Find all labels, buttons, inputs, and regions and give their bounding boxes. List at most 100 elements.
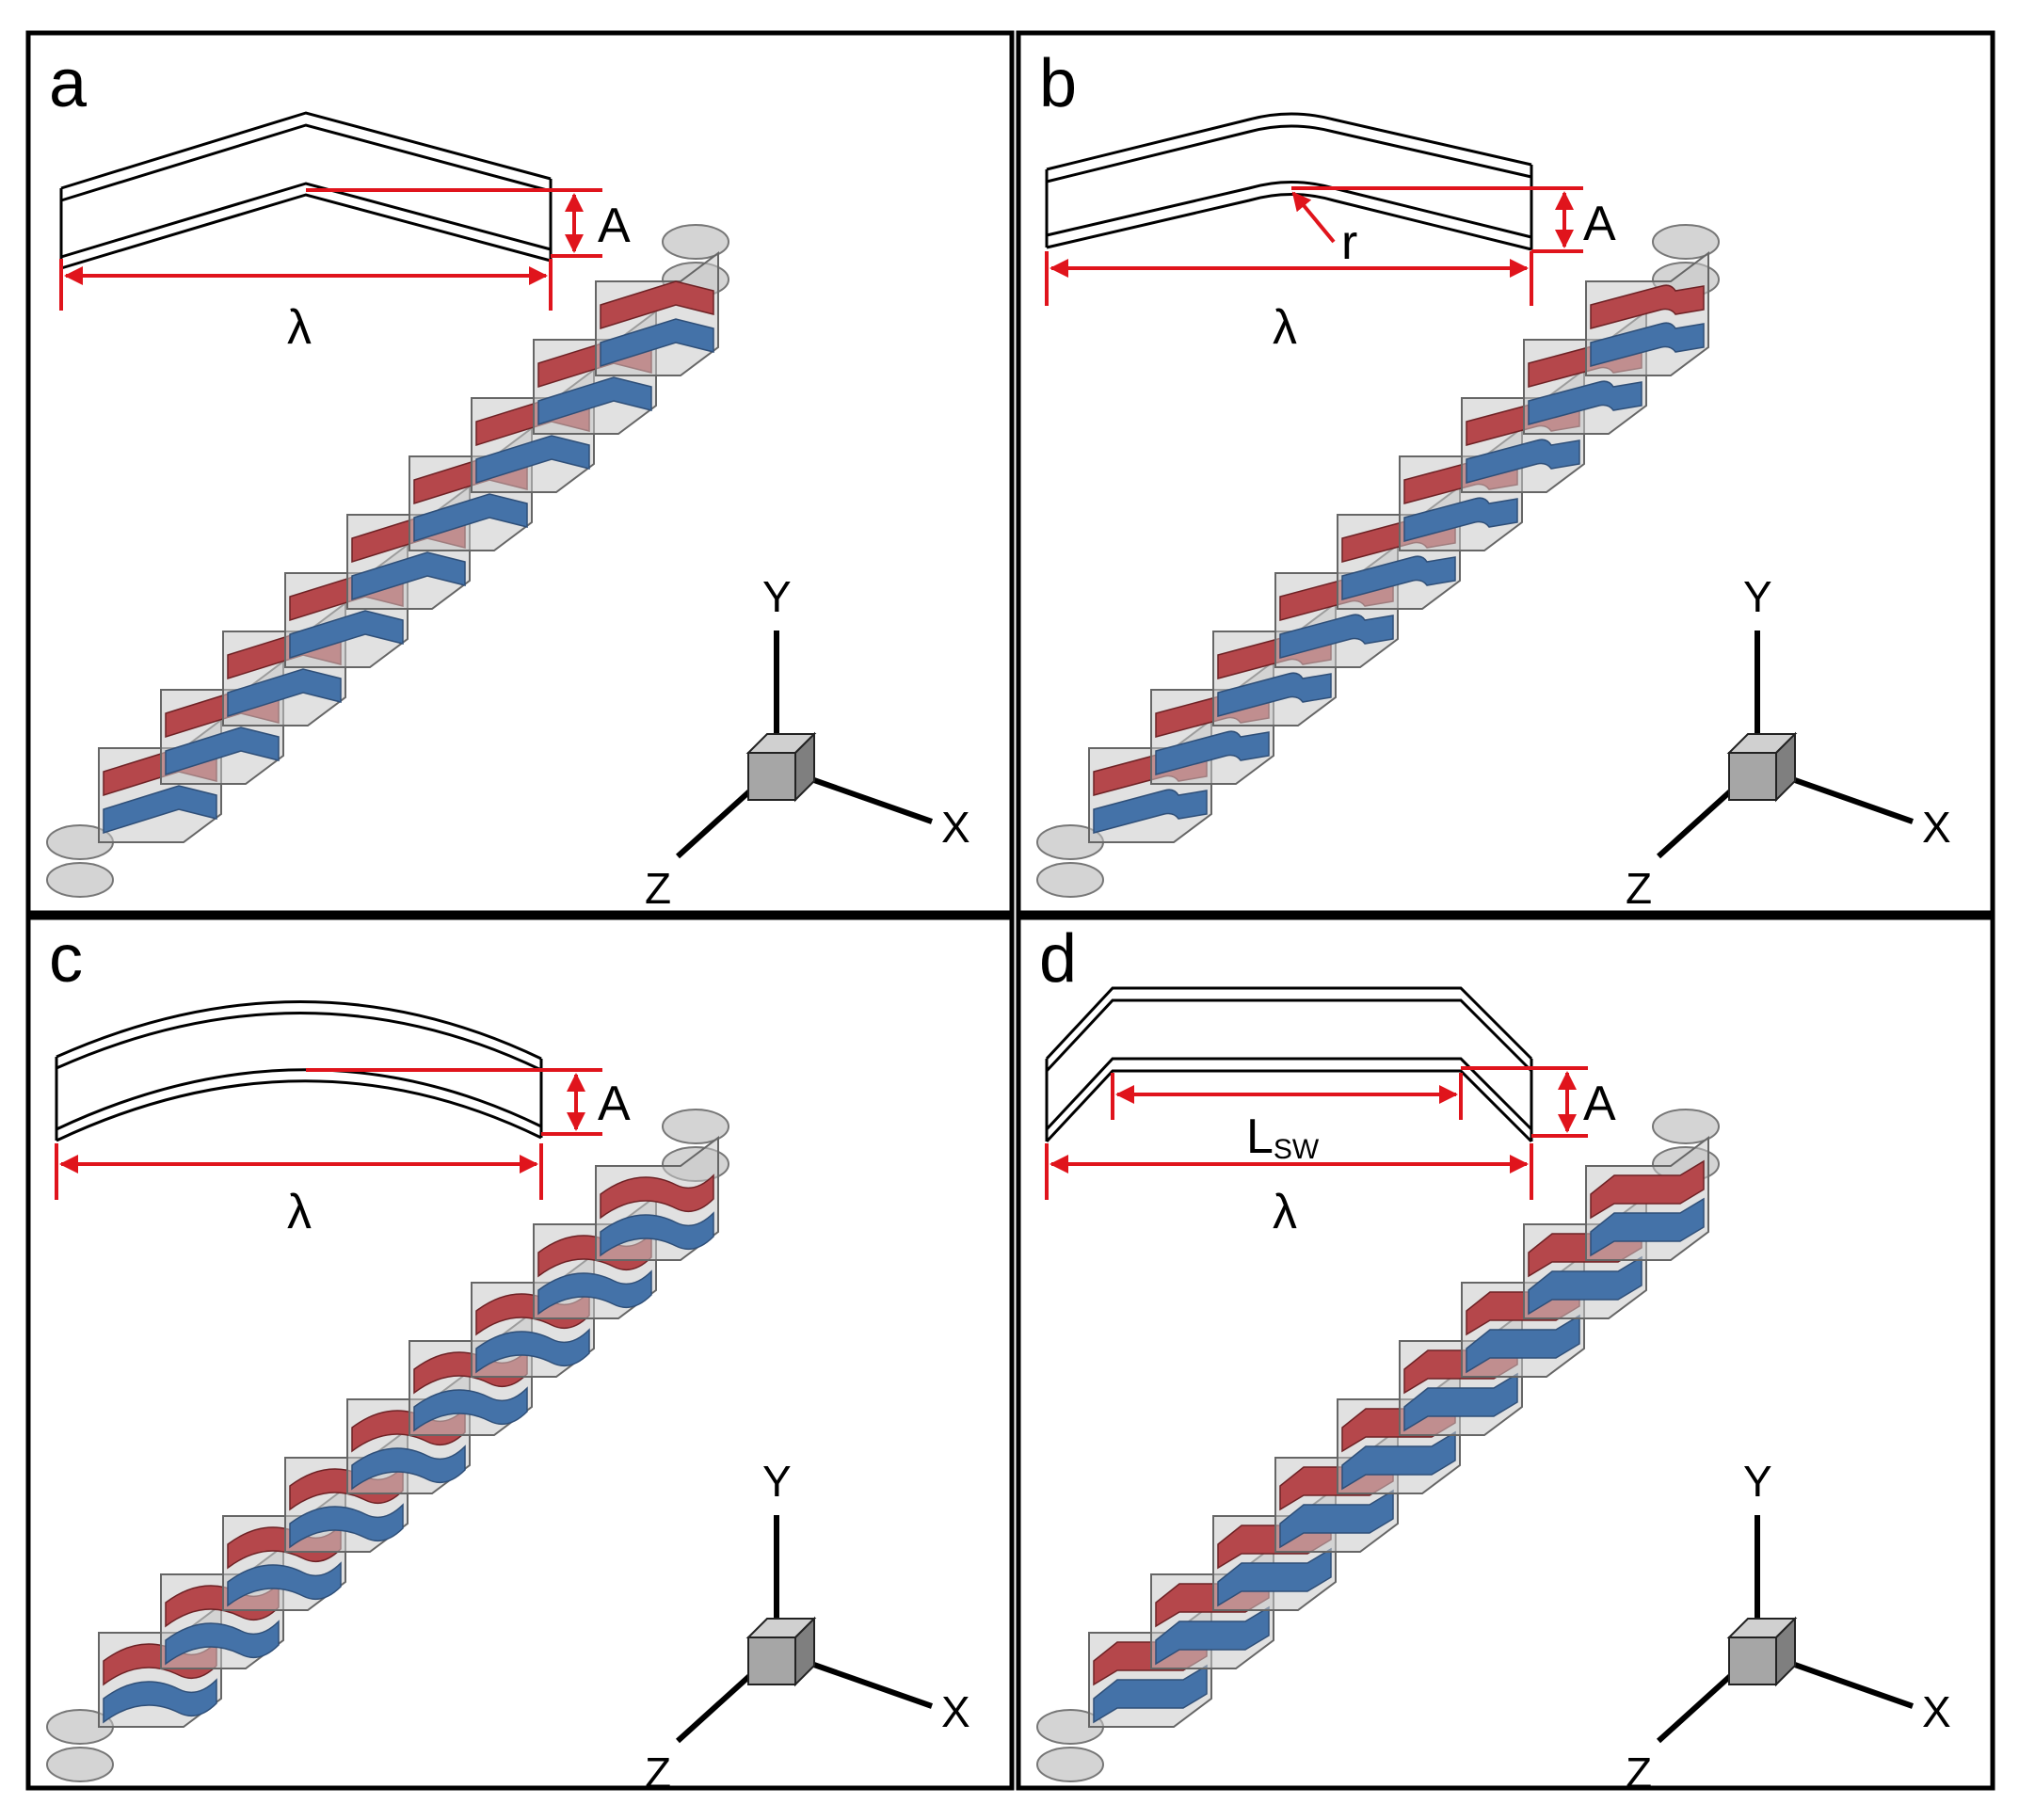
panel-a-channel-3d (46, 224, 729, 898)
bottom-channel (1341, 555, 1456, 600)
bottom-channel (1279, 1489, 1394, 1549)
bottom-channel (1528, 380, 1642, 425)
top-channel (600, 280, 714, 330)
z-axis-label: Z (1626, 1748, 1652, 1797)
bottom-channel (1279, 614, 1394, 659)
straight-wall-label-main: L (1246, 1110, 1274, 1164)
axis-cube (1726, 731, 1798, 803)
y-axis-label: Y (762, 572, 792, 621)
outlet-pipe (662, 224, 729, 260)
bottom-channel (1590, 1197, 1705, 1257)
y-axis-label: Y (762, 1457, 792, 1506)
wavelength-label: λ (1273, 300, 1297, 355)
bottom-channel (475, 435, 590, 485)
bottom-channel (413, 1386, 528, 1432)
top-channel (1590, 284, 1705, 329)
bottom-channel (1155, 1605, 1270, 1666)
bottom-channel (227, 668, 342, 718)
bottom-channel (1403, 1372, 1518, 1432)
bottom-channel (1528, 1255, 1642, 1316)
bottom-channel (537, 1269, 652, 1316)
inlet-pipe (46, 862, 114, 898)
panel-c-axis-triad: Y X Z (645, 1457, 970, 1797)
bottom-channel (1155, 730, 1270, 775)
inlet-pipe (46, 1747, 114, 1782)
bottom-channel (227, 1561, 342, 1607)
panel-d-frame (1016, 915, 1995, 1791)
channel-segment (1585, 1136, 1709, 1261)
panel-c-frame (25, 915, 1015, 1791)
panel-a-dimensions (59, 188, 602, 311)
axis-cube (745, 1616, 817, 1687)
panel-d-profile-sketch (1045, 986, 1533, 1143)
channel-segment (595, 251, 719, 376)
wavelength-label: λ (287, 1185, 312, 1239)
bottom-channel (600, 1211, 714, 1257)
bottom-channel (1217, 1547, 1332, 1607)
channel-segment (1585, 251, 1709, 376)
panel-a-profile-sketch (59, 111, 553, 270)
panel-d: d A LSW λ (1016, 915, 1995, 1797)
inlet-pipe (1036, 1747, 1104, 1782)
axis-cube (1726, 1616, 1798, 1687)
bottom-channel (1217, 672, 1332, 717)
panel-b: b A r λ (1016, 30, 1995, 916)
panel-b-axis-triad: Y X Z (1626, 572, 1951, 913)
bottom-channel (1341, 1430, 1456, 1491)
panel-c-dimensions (55, 1068, 602, 1200)
panel-b-dimensions (1045, 186, 1583, 306)
bottom-channel (289, 610, 404, 660)
radius-label: r (1341, 216, 1357, 270)
panel-c-profile-sketch (55, 1000, 543, 1142)
bottom-channel (1403, 497, 1518, 542)
x-axis-label: X (1922, 803, 1951, 852)
bottom-channel (1466, 439, 1580, 484)
wavelength-label: λ (1273, 1185, 1297, 1239)
z-axis-label: Z (645, 1748, 671, 1797)
wavelength-label: λ (287, 300, 312, 355)
panel-a-axis-triad: Y X Z (645, 572, 970, 913)
z-axis-label: Z (1626, 864, 1652, 913)
x-axis-label: X (941, 1687, 970, 1736)
bottom-channel (537, 376, 652, 426)
bottom-channel (351, 1445, 466, 1491)
top-channel (1590, 1159, 1705, 1220)
z-axis-label: Z (645, 864, 671, 913)
amplitude-label: A (598, 199, 631, 253)
bottom-channel (289, 1503, 404, 1549)
bottom-channel (600, 318, 714, 368)
panel-d-letter: d (1039, 921, 1077, 997)
panel-b-frame (1016, 30, 1995, 916)
panel-c-letter: c (49, 921, 83, 997)
bottom-channel (103, 785, 217, 835)
x-axis-label: X (1922, 1687, 1951, 1736)
amplitude-label: A (598, 1077, 631, 1131)
panel-d-dimensions (1045, 1066, 1588, 1200)
bottom-channel (165, 726, 280, 776)
outlet-pipe (1652, 1109, 1720, 1144)
panel-b-profile-sketch (1045, 112, 1533, 251)
top-channel (600, 1173, 714, 1220)
panel-a-letter: a (49, 46, 88, 121)
panel-c: c A λ Y (25, 915, 1015, 1797)
bottom-channel (1093, 1664, 1208, 1724)
bottom-channel (413, 493, 528, 543)
x-axis-label: X (941, 803, 970, 852)
panel-a: a A λ Y (25, 30, 1015, 916)
panel-d-axis-triad: Y X Z (1626, 1457, 1951, 1797)
bottom-channel (351, 551, 466, 601)
amplitude-label: A (1583, 1077, 1616, 1131)
panel-d-channel-3d (1036, 1109, 1720, 1782)
bottom-channel (1466, 1314, 1580, 1374)
bottom-channel (1093, 789, 1208, 834)
panel-b-channel-3d (1036, 224, 1720, 898)
outlet-pipe (1652, 224, 1720, 260)
bottom-channel (1590, 322, 1705, 367)
outlet-pipe (662, 1109, 729, 1144)
axis-cube (745, 731, 817, 803)
radius-arrow (1291, 191, 1336, 244)
straight-wall-label-sub: SW (1274, 1134, 1320, 1165)
bottom-channel (165, 1620, 280, 1666)
straight-wall-label: LSW (1246, 1110, 1320, 1165)
